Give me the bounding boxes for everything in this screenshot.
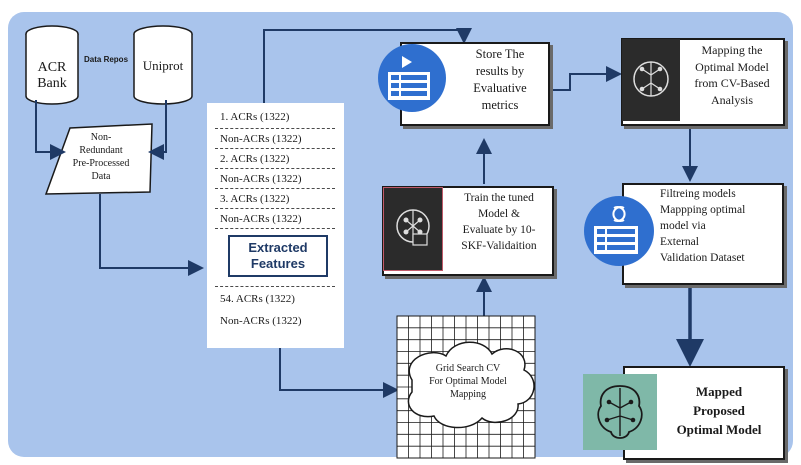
feature-row: Non-ACRs (1322) (220, 173, 302, 185)
feature-divider (215, 148, 335, 149)
feature-divider (215, 208, 335, 209)
preprocess-label: Non- Redundant Pre-Processed Data (72, 132, 130, 182)
ai-model-icon (383, 187, 443, 271)
feature-row: 3. ACRs (1322) (220, 193, 290, 205)
feature-row: 54. ACRs (1322) (220, 293, 295, 305)
feature-divider (215, 188, 335, 189)
feature-divider (215, 286, 335, 287)
grid-search-label: Grid Search CV For Optimal Model Mapping (429, 363, 507, 400)
mapping-label: Mapping the Optimal Model from CV-Based … (694, 43, 770, 107)
train-label: Train the tuned Model & Evaluate by 10- … (461, 192, 537, 252)
results-icon (378, 44, 446, 112)
extracted-features-box (228, 235, 328, 277)
grid-search-cloud (407, 341, 535, 429)
store-label: Store The results by Evaluative metrics (473, 47, 527, 112)
feature-divider (215, 168, 335, 169)
feature-divider (215, 128, 335, 129)
feature-row: 2. ACRs (1322) (220, 153, 290, 165)
feature-divider (215, 228, 335, 229)
filtering-label: Filtreing models Mappping optimal model … (660, 188, 746, 264)
data-repos-label: Data Repos (84, 55, 129, 64)
feature-row: Non-ACRs (1322) (220, 133, 302, 145)
uniprot-cylinder (133, 25, 193, 105)
acr-bank-label: ACR Bank (37, 60, 67, 91)
mapped-label: Mapped Proposed Optimal Model (676, 384, 762, 437)
filtering-icon (584, 196, 654, 266)
brain-gear-icon (622, 39, 680, 121)
feature-row: Non-ACRs (1322) (220, 315, 302, 327)
preprocess-parallelogram (44, 123, 153, 195)
acr-bank-cylinder (25, 25, 79, 105)
uniprot-label: Uniprot (142, 58, 184, 73)
feature-row: Non-ACRs (1322) (220, 213, 302, 225)
feature-row: 1. ACRs (1322) (220, 111, 290, 123)
features-panel (207, 103, 344, 348)
extracted-features-label: Extracted Features (248, 240, 308, 271)
brain-circuit-icon (583, 374, 657, 450)
